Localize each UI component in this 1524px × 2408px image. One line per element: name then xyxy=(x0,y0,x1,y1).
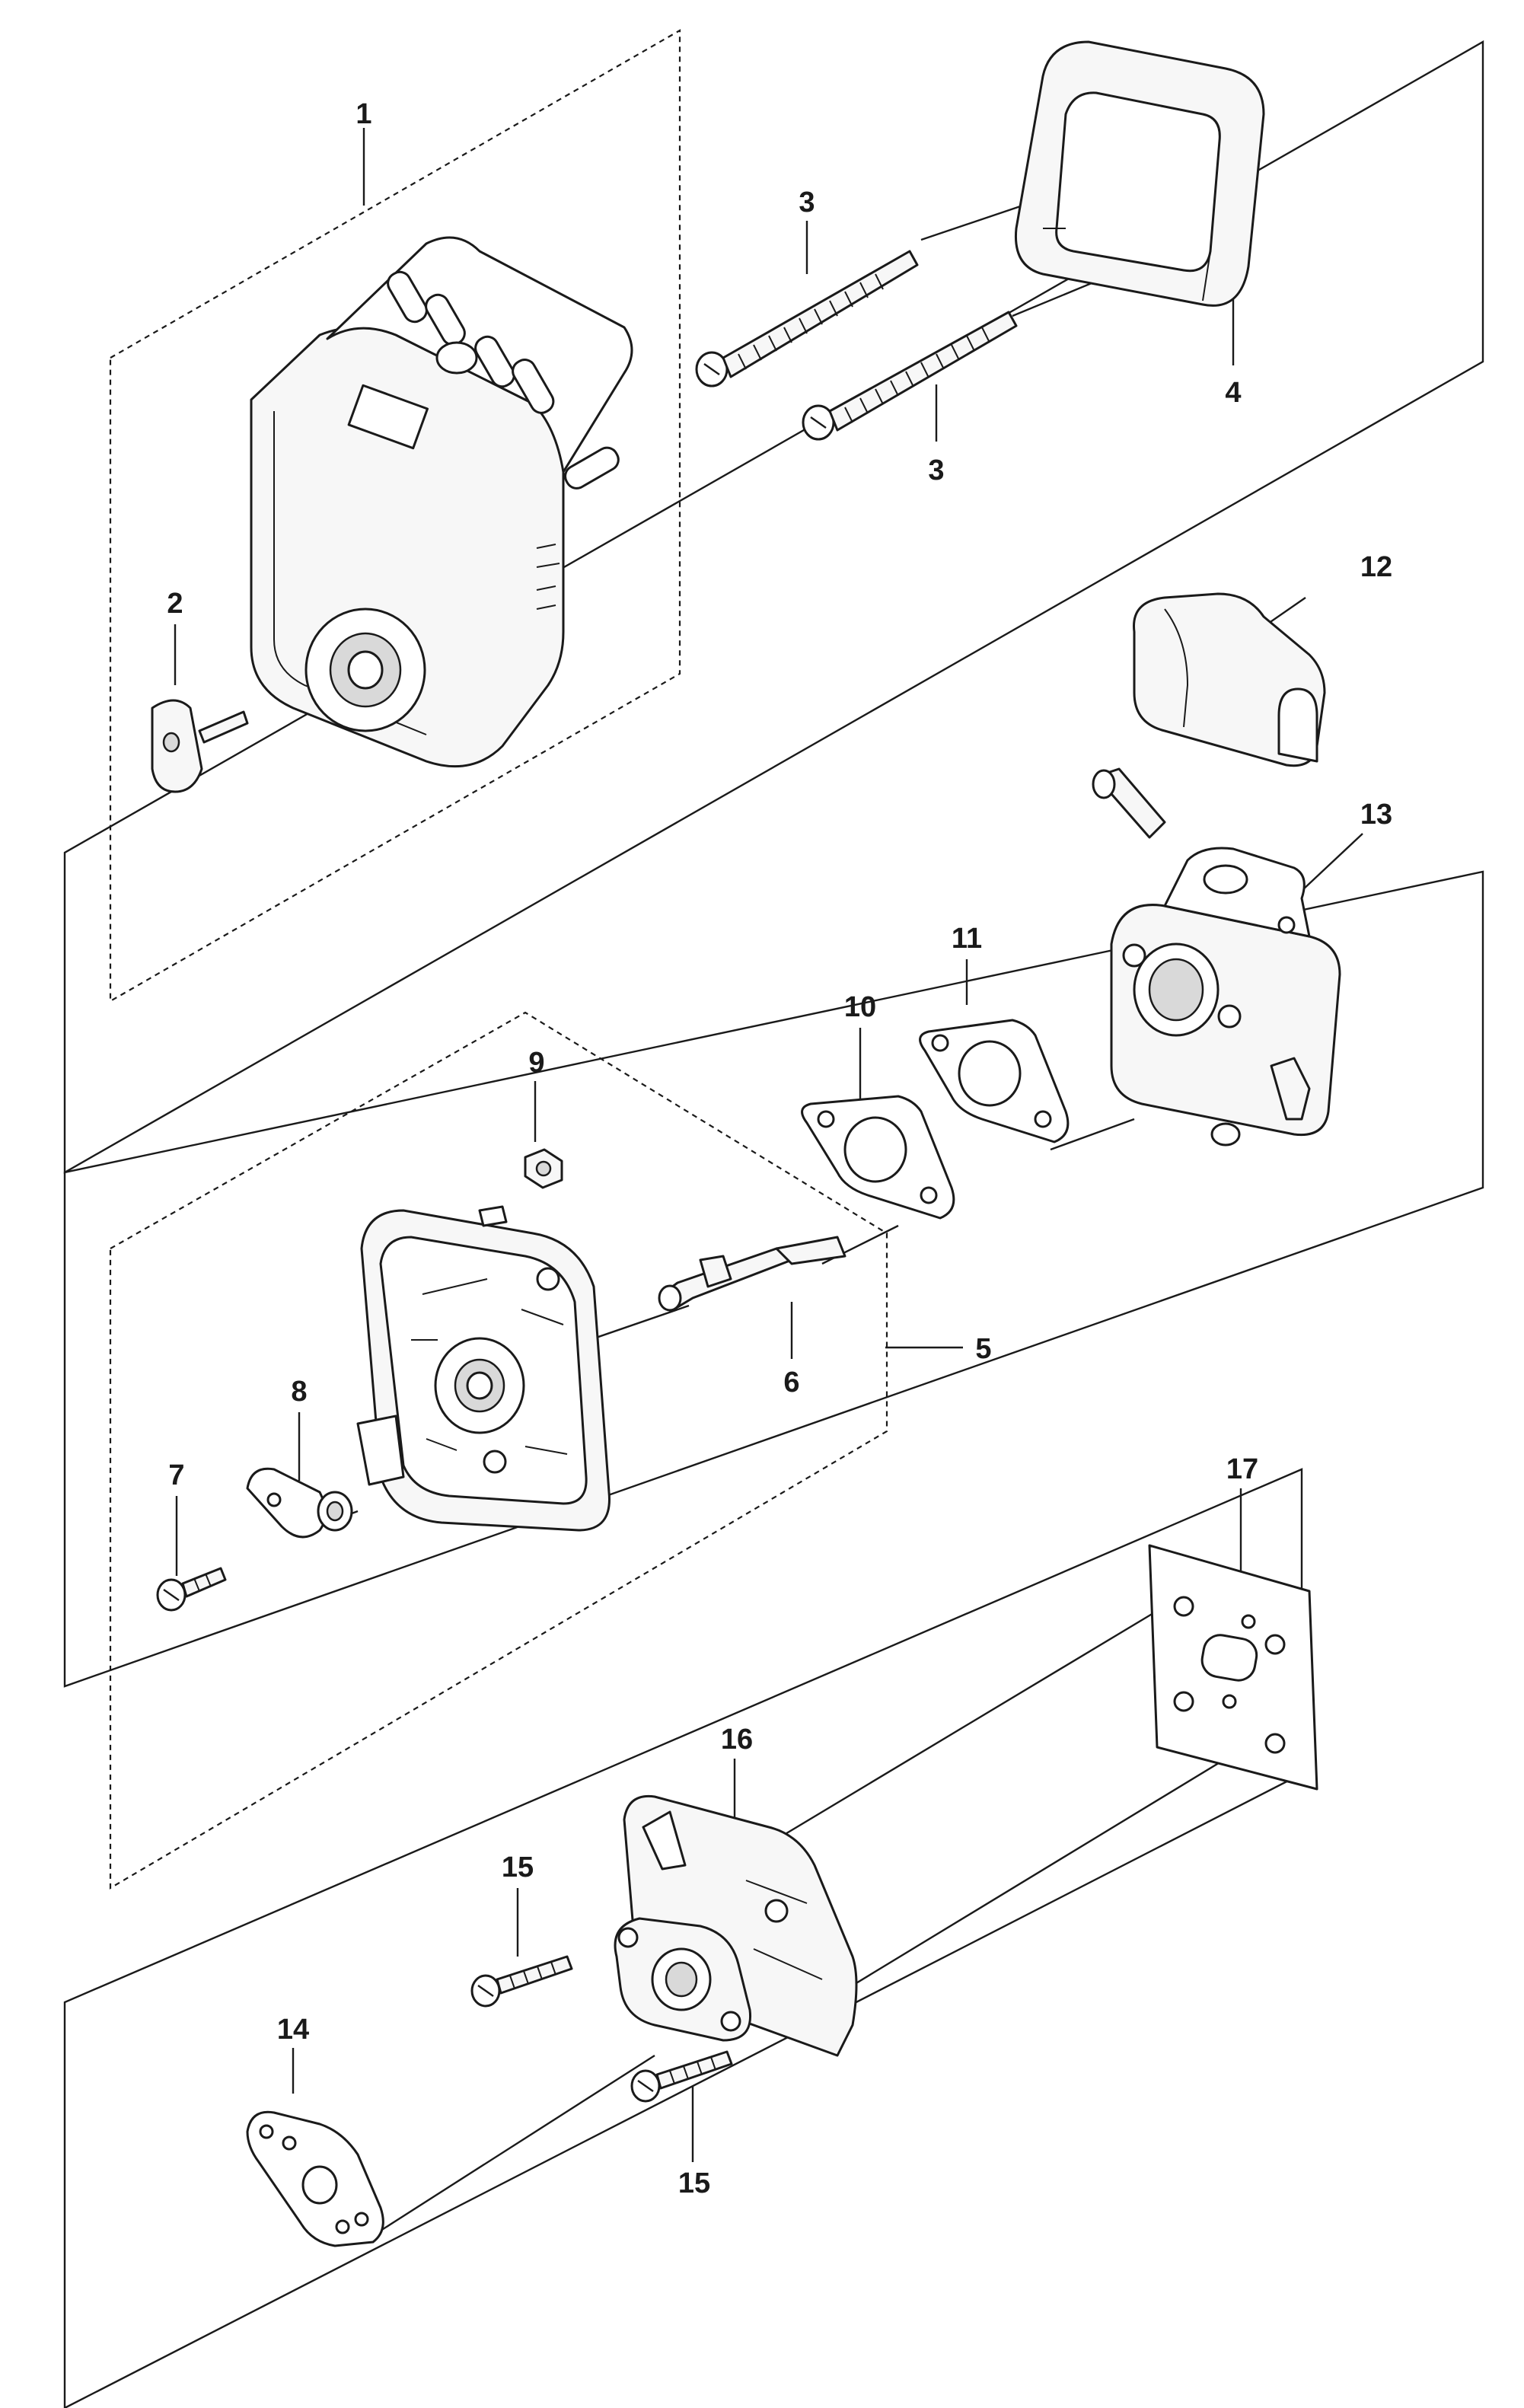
callout-12: 12 xyxy=(1360,551,1392,583)
callout-7: 7 xyxy=(168,1459,184,1491)
callout-16: 16 xyxy=(721,1724,753,1756)
callout-13: 13 xyxy=(1360,799,1392,831)
part-12-carb-cover xyxy=(1133,592,1326,767)
callout-11: 11 xyxy=(952,923,982,955)
part-16-intake-manifold xyxy=(614,1794,858,2057)
part-2-knob-screw xyxy=(151,699,249,793)
callout-15-upper: 15 xyxy=(502,1851,534,1883)
part-10-gasket xyxy=(801,1095,955,1220)
part-15-screw-upper xyxy=(470,1955,573,2008)
part-5-base-plate xyxy=(356,1205,611,1532)
callout-5: 5 xyxy=(975,1333,991,1365)
callout-15-lower: 15 xyxy=(678,2167,710,2199)
callout-4: 4 xyxy=(1225,377,1241,409)
part-17-gasket xyxy=(1148,1544,1318,1791)
callout-14: 14 xyxy=(277,2014,309,2046)
callout-1: 1 xyxy=(355,98,371,130)
callout-9: 9 xyxy=(528,1047,544,1079)
part-4-filter-element xyxy=(1014,40,1265,307)
part-3-screw-lower xyxy=(802,311,1018,441)
callout-6: 6 xyxy=(783,1367,799,1399)
part-6-choke-rod xyxy=(658,1236,846,1312)
part-3-screw-upper xyxy=(695,250,919,388)
group-frame-1 xyxy=(109,29,681,1003)
callout-3-lower: 3 xyxy=(928,454,944,486)
part-13-carburetor xyxy=(1092,767,1341,1147)
callout-8: 8 xyxy=(291,1376,307,1408)
part-1-air-filter-cover xyxy=(250,236,633,768)
callout-10: 10 xyxy=(844,991,876,1023)
group-frame-5 xyxy=(109,1011,888,1890)
part-7-small-screw xyxy=(156,1567,227,1612)
part-8-choke-lever xyxy=(246,1467,353,1539)
part-14-gasket xyxy=(246,2110,384,2247)
callout-3-upper: 3 xyxy=(799,187,815,218)
part-11-gasket xyxy=(919,1019,1070,1143)
callout-17: 17 xyxy=(1226,1453,1258,1485)
group-frame-carburetor xyxy=(63,870,1484,1688)
part-15-screw-lower xyxy=(630,2050,733,2103)
part-9-nut xyxy=(524,1148,563,1189)
callout-2: 2 xyxy=(167,588,183,620)
